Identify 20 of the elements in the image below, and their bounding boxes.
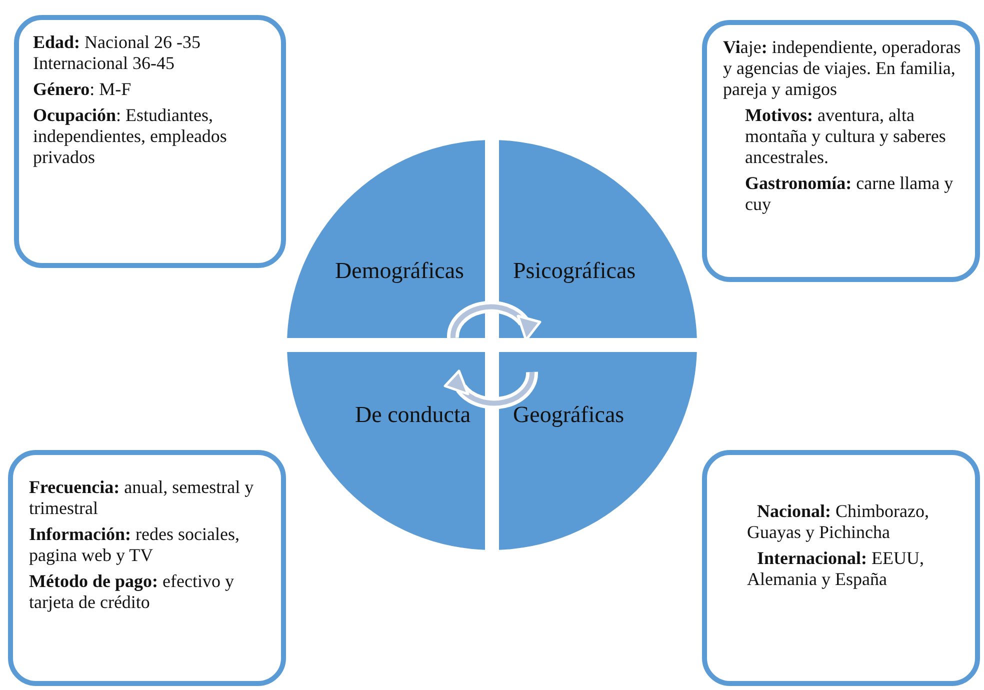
segment-description: Edad: Nacional 26 -35 Internacional 36-45 <box>33 32 202 74</box>
segment-description: Nacional: Chimborazo, Guayas y Pichincha <box>747 501 930 543</box>
quadrant-segment <box>287 140 485 338</box>
quadrant-segment <box>499 352 697 550</box>
segment-label: Psicográficas <box>513 258 636 284</box>
segment-label: Geográficas <box>513 402 624 428</box>
description-card <box>702 450 980 686</box>
segment-description: Método de pago: efectivo y tarjeta de crédito <box>29 571 235 613</box>
description-card <box>8 450 286 686</box>
segment-description: Motivos: aventura, alta montaña y cultura y saberes ancestrales. <box>745 105 947 168</box>
segment-label: De conducta <box>355 402 471 428</box>
quadrant-segment <box>287 352 485 550</box>
description-card <box>702 20 980 282</box>
segment-description: Ocupación: Estudiantes, independientes, empleados privados <box>33 105 228 168</box>
description-card <box>14 15 286 268</box>
segment-description: Internacional: EEUU, Alemania y España <box>747 548 925 590</box>
segment-description: Gastronomía: carne llama y cuy <box>745 173 954 215</box>
quadrant-segment <box>499 140 697 338</box>
segment-label: Demográficas <box>335 258 464 284</box>
segment-description: Género: M-F <box>33 79 132 100</box>
